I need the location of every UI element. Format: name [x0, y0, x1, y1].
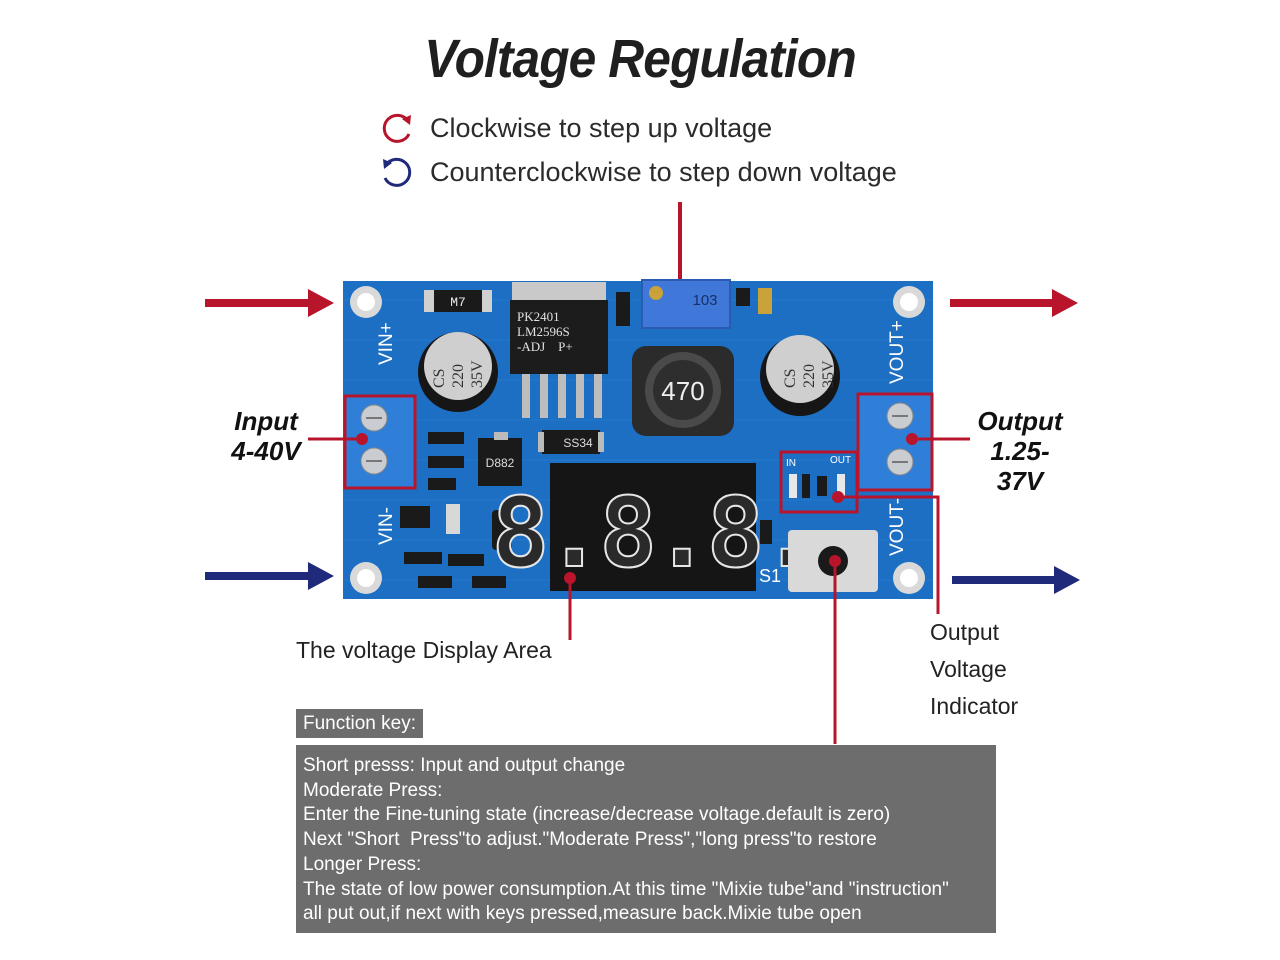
svg-text:220: 220	[801, 364, 818, 388]
mounting-holes	[350, 286, 925, 594]
function-key-line: Next "Short Press"to adjust."Moderate Pr…	[303, 829, 877, 851]
svg-text:CS: CS	[431, 368, 448, 388]
svg-text:-ADJ P+: -ADJ P+	[517, 339, 573, 354]
svg-text:M7: M7	[450, 295, 466, 310]
legend-counterclockwise: Counterclockwise to step down voltage	[378, 152, 897, 192]
function-key-box: Short presss: Input and output change Mo…	[296, 745, 996, 933]
svg-text:470: 470	[661, 376, 704, 406]
output-voltage-indicator: IN OUT	[779, 450, 859, 514]
ss34-diode: SS34	[538, 430, 604, 454]
legend-clockwise-text: Clockwise to step up voltage	[430, 112, 773, 143]
input-range: 4-40V	[231, 436, 301, 466]
output-terminal-block	[856, 392, 934, 492]
input-plus-arrow	[205, 289, 334, 317]
output-label-title: Output	[977, 406, 1063, 436]
function-key-header: Function key:	[296, 709, 423, 738]
vout-minus-label: VOUT-	[887, 498, 908, 556]
svg-text:35V: 35V	[469, 360, 486, 388]
legend-clockwise: Clockwise to step up voltage	[378, 108, 772, 148]
lm2596-chip: PK2401 LM2596S -ADJ P+	[510, 282, 608, 418]
indicator-leader-line	[838, 495, 940, 614]
output-minus-arrow	[952, 566, 1080, 594]
svg-text:LM2596S: LM2596S	[517, 324, 570, 339]
m7-component: M7	[424, 290, 492, 312]
svg-text:IN: IN	[786, 458, 796, 469]
svg-text:D882: D882	[486, 456, 515, 470]
svg-text:8.8.8.: 8.8.8.	[492, 477, 815, 589]
function-key-line: Enter the Fine-tuning state (increase/de…	[303, 804, 891, 826]
input-terminal-block	[343, 394, 417, 490]
diagram-title: Voltage Regulation	[424, 29, 856, 89]
output-plus-arrow	[950, 289, 1078, 317]
svg-text:103: 103	[692, 292, 717, 309]
capacitor-left: CS 220 35V	[418, 332, 498, 412]
svg-text:SS34: SS34	[563, 436, 593, 450]
input-minus-arrow	[205, 562, 334, 590]
svg-text:220: 220	[450, 364, 467, 388]
function-key-line: Moderate Press:	[303, 779, 443, 801]
output-label: Output 1.25-37V	[968, 406, 1072, 496]
svg-text:35V: 35V	[820, 360, 837, 388]
inductor: 470	[632, 346, 734, 436]
vout-plus-label: VOUT+	[887, 320, 908, 384]
input-label: Input 4-40V	[224, 406, 308, 466]
function-key-line: Short presss: Input and output change	[303, 755, 626, 776]
clockwise-arrow-icon	[382, 113, 411, 143]
capacitor-right: CS 220 35V	[760, 335, 840, 416]
display-area-callout: The voltage Display Area	[296, 637, 552, 663]
svg-text:8.8.8.: 8.8.8.	[492, 477, 815, 589]
smd-components	[400, 288, 772, 588]
seven-segment-display: 8.8.8. 8.8.8.	[491, 463, 819, 591]
indicator-callout: Output Voltage Indicator	[930, 619, 1019, 719]
vin-minus-label: VIN-	[376, 507, 397, 545]
d882-transistor: D882	[478, 432, 522, 486]
output-range: 1.25-37V	[990, 436, 1050, 496]
svg-text:CS: CS	[782, 368, 799, 388]
counterclockwise-arrow-icon	[383, 157, 412, 187]
input-label-title: Input	[234, 406, 298, 436]
svg-text:S1: S1	[759, 566, 781, 586]
vin-plus-label: VIN+	[376, 322, 397, 365]
svg-text:OUT: OUT	[830, 455, 851, 466]
potentiometer: 103	[641, 279, 731, 329]
legend-counterclockwise-text: Counterclockwise to step down voltage	[430, 156, 897, 187]
svg-text:PK2401: PK2401	[517, 309, 560, 324]
function-key-line: Longer Press:	[303, 853, 422, 875]
function-key-line: The state of low power consumption.At th…	[303, 878, 949, 900]
function-key-line: all put out,if next with keys pressed,me…	[303, 903, 862, 925]
